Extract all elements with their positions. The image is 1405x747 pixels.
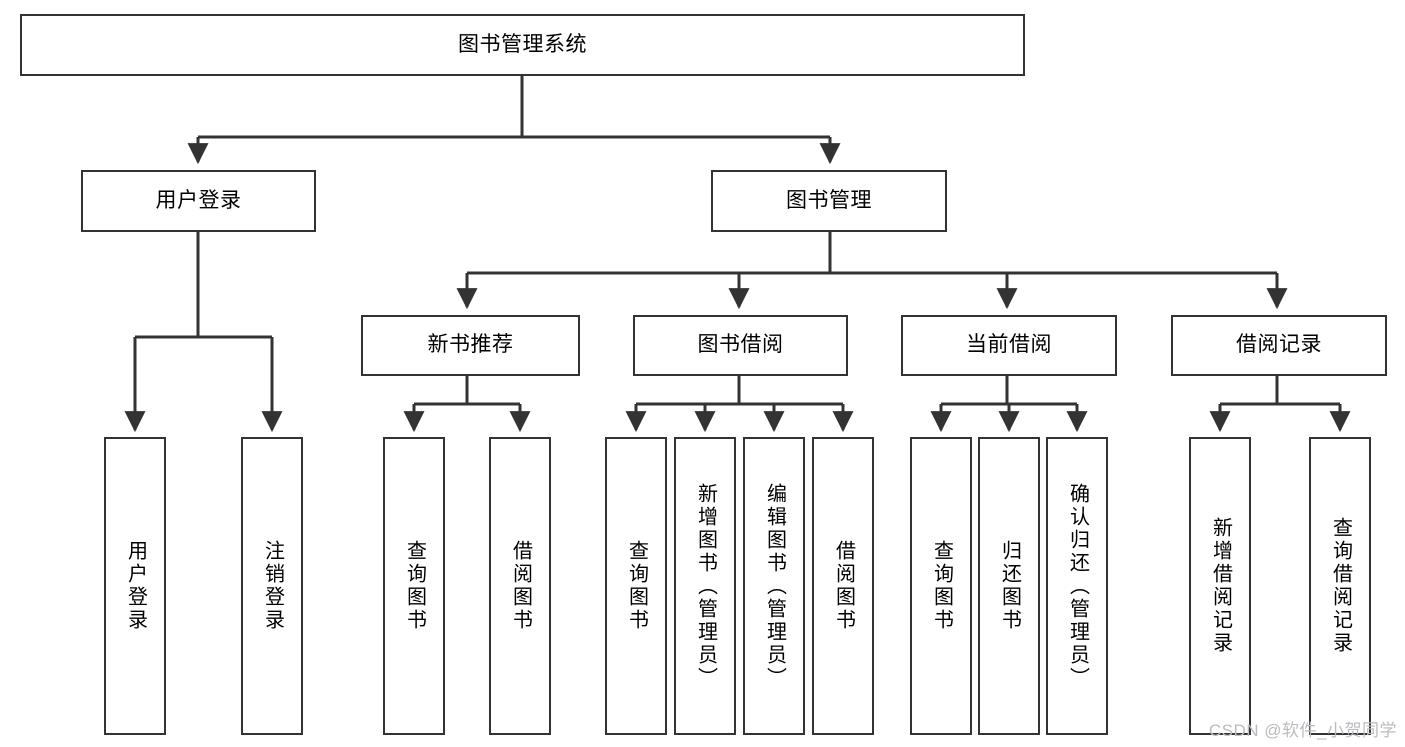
- leaf-book-borrow-add[interactable]: 新增图书（管理员）: [674, 437, 736, 735]
- leaf-current-borrow-query[interactable]: 查询图书: [910, 437, 972, 735]
- leaf-user-login-login-label: 用户登录: [124, 540, 147, 632]
- leaf-new-book-query[interactable]: 查询图书: [383, 437, 445, 735]
- node-book-borrow[interactable]: 图书借阅: [633, 315, 848, 376]
- leaf-user-login-login[interactable]: 用户登录: [104, 437, 166, 735]
- node-new-book-recommend-label: 新书推荐: [427, 333, 514, 357]
- node-book-borrow-label: 图书借阅: [697, 333, 784, 357]
- leaf-current-borrow-confirm-label: 确认归还（管理员）: [1066, 482, 1089, 690]
- node-root-label: 图书管理系统: [458, 32, 587, 56]
- leaf-book-borrow-edit-label: 编辑图书（管理员）: [763, 482, 786, 690]
- leaf-book-borrow-query[interactable]: 查询图书: [605, 437, 667, 735]
- leaf-borrow-record-query-label: 查询借阅记录: [1329, 517, 1352, 655]
- leaf-current-borrow-confirm[interactable]: 确认归还（管理员）: [1046, 437, 1108, 735]
- leaf-book-borrow-query-label: 查询图书: [625, 540, 648, 632]
- leaf-user-login-logout[interactable]: 注销登录: [241, 437, 303, 735]
- leaf-new-book-borrow-label: 借阅图书: [509, 540, 532, 632]
- leaf-book-borrow-edit[interactable]: 编辑图书（管理员）: [743, 437, 805, 735]
- node-borrow-record[interactable]: 借阅记录: [1171, 315, 1387, 376]
- node-book-manage[interactable]: 图书管理: [711, 170, 947, 232]
- leaf-new-book-query-label: 查询图书: [403, 540, 426, 632]
- node-user-login-label: 用户登录: [155, 188, 242, 212]
- node-current-borrow[interactable]: 当前借阅: [901, 315, 1117, 376]
- leaf-borrow-record-query[interactable]: 查询借阅记录: [1309, 437, 1371, 735]
- node-user-login[interactable]: 用户登录: [81, 170, 316, 232]
- node-book-manage-label: 图书管理: [786, 188, 872, 212]
- leaf-book-borrow-borrow-label: 借阅图书: [832, 540, 855, 632]
- node-new-book-recommend[interactable]: 新书推荐: [361, 315, 580, 376]
- leaf-current-borrow-return-label: 归还图书: [998, 540, 1021, 632]
- leaf-borrow-record-add-label: 新增借阅记录: [1209, 517, 1232, 655]
- leaf-user-login-logout-label: 注销登录: [261, 540, 284, 632]
- leaf-borrow-record-add[interactable]: 新增借阅记录: [1189, 437, 1251, 735]
- leaf-book-borrow-add-label: 新增图书（管理员）: [694, 482, 717, 690]
- leaf-current-borrow-query-label: 查询图书: [930, 540, 953, 632]
- leaf-new-book-borrow[interactable]: 借阅图书: [489, 437, 551, 735]
- node-borrow-record-label: 借阅记录: [1236, 333, 1322, 357]
- node-current-borrow-label: 当前借阅: [966, 333, 1052, 357]
- leaf-book-borrow-borrow[interactable]: 借阅图书: [812, 437, 874, 735]
- leaf-current-borrow-return[interactable]: 归还图书: [978, 437, 1040, 735]
- node-root[interactable]: 图书管理系统: [20, 14, 1025, 76]
